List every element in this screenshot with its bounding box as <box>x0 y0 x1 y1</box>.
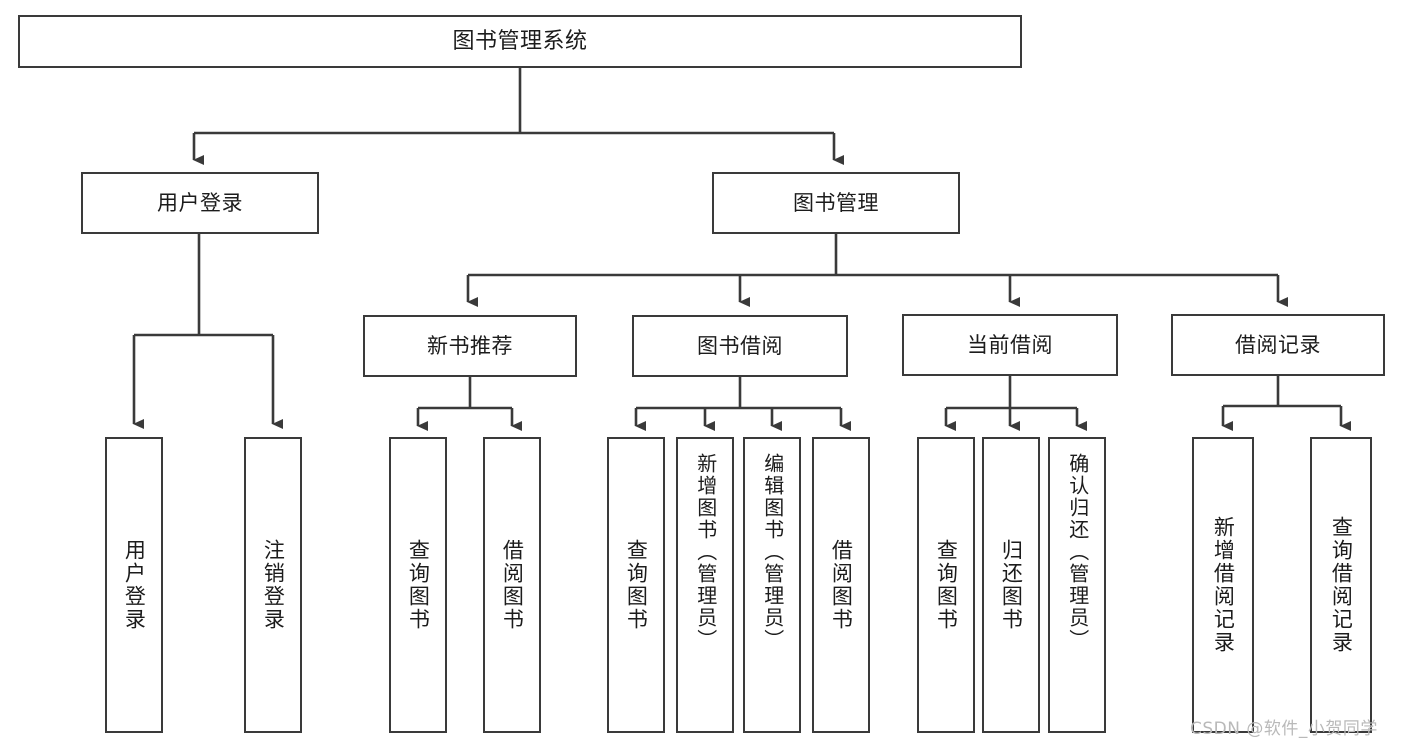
node-label: 新增图书（管理员） <box>693 453 718 651</box>
node-label: 借阅图书 <box>500 539 525 631</box>
node-label: 借阅图书 <box>829 539 854 631</box>
leaf-recommend-query-book[interactable]: 查询图书 <box>389 437 447 733</box>
leaf-borrow-add-book-admin[interactable]: 新增图书（管理员） <box>676 437 734 733</box>
node-label: 图书管理 <box>793 190 879 215</box>
node-root-library-management-system[interactable]: 图书管理系统 <box>18 15 1022 68</box>
leaf-current-confirm-return-admin[interactable]: 确认归还（管理员） <box>1048 437 1106 733</box>
node-label: 编辑图书（管理员） <box>760 453 785 651</box>
leaf-borrow-borrow-book[interactable]: 借阅图书 <box>812 437 870 733</box>
leaf-current-return-book[interactable]: 归还图书 <box>982 437 1040 733</box>
node-label: 用户登录 <box>122 539 147 631</box>
node-label: 图书管理系统 <box>452 28 588 54</box>
node-label: 借阅记录 <box>1235 332 1321 357</box>
leaf-user-login-login[interactable]: 用户登录 <box>105 437 163 733</box>
node-label: 新增借阅记录 <box>1211 516 1236 654</box>
node-label: 查询图书 <box>934 539 959 631</box>
node-label: 归还图书 <box>999 539 1024 631</box>
leaf-user-login-logout[interactable]: 注销登录 <box>244 437 302 733</box>
node-new-book-recommendation[interactable]: 新书推荐 <box>363 315 577 377</box>
node-borrowing-records[interactable]: 借阅记录 <box>1171 314 1385 376</box>
node-book-borrowing[interactable]: 图书借阅 <box>632 315 848 377</box>
leaf-borrow-edit-book-admin[interactable]: 编辑图书（管理员） <box>743 437 801 733</box>
node-label: 查询图书 <box>406 539 431 631</box>
leaf-records-query-record[interactable]: 查询借阅记录 <box>1310 437 1372 733</box>
node-label: 查询图书 <box>624 539 649 631</box>
node-current-borrowing[interactable]: 当前借阅 <box>902 314 1118 376</box>
node-label: 注销登录 <box>261 539 286 631</box>
leaf-records-add-record[interactable]: 新增借阅记录 <box>1192 437 1254 733</box>
node-label: 查询借阅记录 <box>1329 516 1354 654</box>
node-label: 确认归还（管理员） <box>1065 453 1090 651</box>
node-book-management[interactable]: 图书管理 <box>712 172 960 234</box>
leaf-current-query-book[interactable]: 查询图书 <box>917 437 975 733</box>
csdn-watermark: CSDN @软件_小贺同学 <box>1190 719 1378 739</box>
node-user-login[interactable]: 用户登录 <box>81 172 319 234</box>
leaf-recommend-borrow-book[interactable]: 借阅图书 <box>483 437 541 733</box>
leaf-borrow-query-book[interactable]: 查询图书 <box>607 437 665 733</box>
node-label: 当前借阅 <box>967 332 1053 357</box>
node-label: 用户登录 <box>157 190 243 215</box>
node-label: 新书推荐 <box>427 333 513 358</box>
node-label: 图书借阅 <box>697 333 783 358</box>
